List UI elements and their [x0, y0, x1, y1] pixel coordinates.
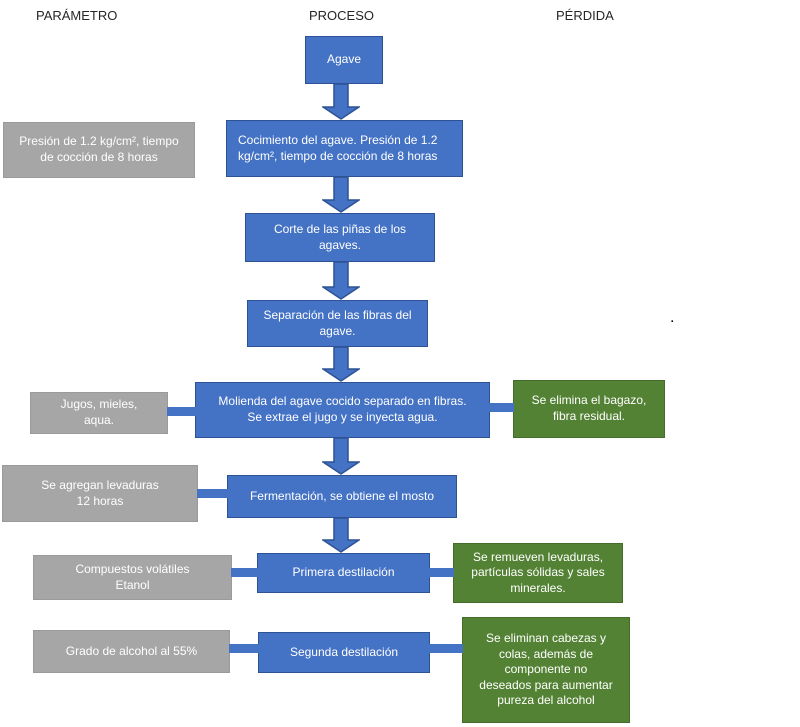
column-header-parametro: PARÁMETRO — [36, 8, 118, 23]
parameter-node-levaduras: Se agregan levaduras 12 horas — [2, 465, 198, 522]
process-node-primera-destilacion: Primera destilación — [257, 553, 430, 593]
parameter-node-coccion: Presión de 1.2 kg/cm², tiempo de cocción… — [3, 122, 195, 178]
connector-segunda-cabezas-colas — [429, 644, 463, 653]
process-node-cocimiento: Cocimiento del agave. Presión de 1.2 kg/… — [226, 120, 463, 177]
connector-levaduras-fermentacion — [197, 489, 228, 498]
down-arrow-separacion-molienda — [322, 347, 360, 382]
down-arrow-corte-separacion — [322, 262, 360, 300]
process-node-agave: Agave — [305, 36, 383, 84]
connector-compuestos-primera — [231, 568, 258, 577]
connector-jugos-molienda — [167, 407, 196, 416]
parameter-node-compuestos: Compuestos volátiles Etanol — [33, 555, 232, 600]
process-node-molienda: Molienda del agave cocido separado en fi… — [195, 382, 490, 438]
down-arrow-molienda-fermentacion — [322, 438, 360, 475]
process-node-segunda-destilacion: Segunda destilación — [258, 632, 430, 673]
loss-node-levaduras-sales: Se remueven levaduras, partículas sólida… — [453, 543, 623, 603]
process-node-fermentacion: Fermentación, se obtiene el mosto — [227, 475, 457, 518]
stray-dot: . — [670, 309, 675, 326]
column-header-proceso: PROCESO — [309, 8, 375, 23]
down-arrow-cocimiento-corte — [322, 177, 360, 213]
process-node-corte: Corte de las piñas de los agaves. — [245, 213, 435, 262]
down-arrow-fermentacion-primera — [322, 518, 360, 553]
connector-grado-segunda — [229, 644, 259, 653]
parameter-node-jugos: Jugos, mieles, aqua. — [30, 392, 168, 434]
down-arrow-agave-cocimiento — [322, 84, 360, 120]
column-header-perdida: PÉRDIDA — [556, 8, 614, 23]
connector-primera-levaduras-sales — [429, 568, 454, 577]
loss-node-cabezas-colas: Se eliminan cabezas y colas, además de c… — [462, 617, 630, 723]
connector-molienda-bagazo — [489, 403, 514, 412]
process-node-separacion: Separación de las fibras del agave. — [247, 300, 428, 347]
loss-node-bagazo: Se elimina el bagazo, fibra residual. — [513, 380, 665, 438]
parameter-node-grado-alcohol: Grado de alcohol al 55% — [33, 630, 230, 673]
